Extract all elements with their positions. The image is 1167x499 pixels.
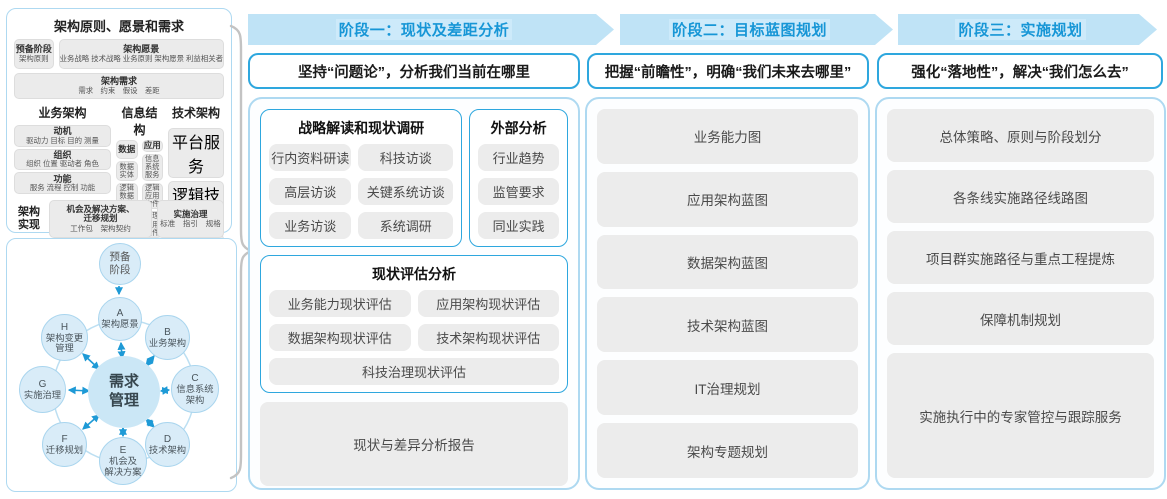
data-header: 数据 xyxy=(116,140,138,160)
strategy-item: 业务访谈 xyxy=(269,212,352,239)
phase2-item: 数据架构蓝图 xyxy=(597,234,858,290)
phase2-item: 技术架构蓝图 xyxy=(597,297,858,353)
double-arrow-icon xyxy=(67,386,91,395)
architecture-requirements-box: 架构需求 需求 约束 假设 差距 xyxy=(14,73,224,99)
phase3-item: 实施执行中的专家管控与跟踪服务 xyxy=(887,353,1154,479)
panel-title: 架构原则、愿景和需求 xyxy=(53,19,184,34)
strategy-item: 关键系统访谈 xyxy=(358,178,454,205)
phase2-header-label: 阶段二：目标蓝图规划 xyxy=(669,19,830,40)
double-arrow-icon xyxy=(159,386,171,395)
phase2-item: 业务能力图 xyxy=(597,109,858,164)
requirements-title: 架构需求 xyxy=(100,76,137,87)
strategy-item: 系统调研 xyxy=(358,212,454,239)
double-arrow-icon xyxy=(117,341,126,360)
application-item: 信息系统服务 xyxy=(141,153,163,181)
phase3-header-label: 阶段三：实施规划 xyxy=(955,19,1085,40)
adm-node-h: H 架构变更 管理 xyxy=(41,314,88,361)
phase1-header-label: 阶段一：现状及差距分析 xyxy=(336,19,513,40)
external-item: 行业趋势 xyxy=(478,144,559,171)
phase2-item: 应用架构蓝图 xyxy=(597,171,858,227)
phase1-panel: 战略解读和现状调研 行内资料研读 科技访谈 高层访谈 关键系统访谈 业务访谈 系… xyxy=(248,97,580,490)
opportunities-title: 机会及解决方案、 迁移规划 xyxy=(66,203,135,224)
vision-sub: 业务战略 技术战略 业务原则 架构愿景 利益相关者 xyxy=(59,53,223,63)
adm-node-preliminary: 预备 阶段 xyxy=(99,243,141,285)
function-sub: 服务 流程 控制 功能 xyxy=(29,182,96,192)
phase2-item: 架构专题规划 xyxy=(597,423,858,478)
external-item: 监管要求 xyxy=(478,178,559,205)
phase3-item: 保障机制规划 xyxy=(887,292,1154,346)
assessment-title: 现状评估分析 xyxy=(372,266,456,282)
function-box: 功能 服务 流程 控制 功能 xyxy=(14,172,111,195)
phase2-item: IT治理规划 xyxy=(597,360,858,416)
architecture-vision-box: 架构愿景 业务战略 技术战略 业务原则 架构愿景 利益相关者 xyxy=(58,39,224,69)
current-state-assessment-box: 现状评估分析 业务能力现状评估 应用架构现状评估 数据架构现状评估 技术架构现状… xyxy=(260,255,568,393)
strategy-research-title: 战略解读和现状调研 xyxy=(298,120,425,136)
phase1-subtitle: 坚持“问题论”，分析我们当前在哪里 xyxy=(248,53,580,89)
strategy-research-box: 战略解读和现状调研 行内资料研读 科技访谈 高层访谈 关键系统访谈 业务访谈 系… xyxy=(260,109,463,247)
technology-item: 平台服务 xyxy=(168,128,224,178)
technology-architecture-title: 技术架构 xyxy=(171,106,220,120)
governance-sub: 标准 指引 规格 xyxy=(160,219,221,229)
phase3-item: 项目群实施路径与重点工程提炼 xyxy=(887,231,1154,285)
adm-center-requirements-management: 需求 管理 xyxy=(88,356,160,428)
gap-analysis-report-box: 现状与差异分析报告 xyxy=(260,402,568,486)
business-architecture-column: 业务架构 动机 驱动力 目标 目的 测量 组织 组织 位置 驱动者 角色 功能 … xyxy=(14,104,111,195)
information-structure-title: 信息结构 xyxy=(121,106,158,137)
governance-title: 实施治理 xyxy=(173,208,208,219)
function-title: 功能 xyxy=(53,173,72,184)
vision-title: 架构愿景 xyxy=(123,44,160,55)
prep-phase-sub: 架构原则 xyxy=(19,53,49,63)
assessment-item: 数据架构现状评估 xyxy=(269,324,411,351)
implementation-governance-box: 实施治理 标准 指引 规格 xyxy=(156,200,224,238)
motivation-sub: 驱动力 目标 目的 测量 xyxy=(26,135,99,145)
prep-phase-title: 预备阶段 xyxy=(15,44,52,55)
opportunities-sub: 工作包 架构契约 xyxy=(70,224,131,234)
double-arrow-icon xyxy=(145,418,155,428)
organization-box: 组织 组织 位置 驱动者 角色 xyxy=(14,148,111,171)
adm-node-b: B 业务架构 xyxy=(145,315,190,360)
strategy-item: 高层访谈 xyxy=(269,178,352,205)
phase3-subtitle: 强化“落地性”，解决“我们怎么去” xyxy=(877,53,1163,89)
assessment-item: 技术架构现状评估 xyxy=(417,324,559,351)
application-header: 应用 xyxy=(141,140,163,152)
phase2-panel: 业务能力图 应用架构蓝图 数据架构蓝图 技术架构蓝图 IT治理规划 架构专题规划 xyxy=(585,97,870,490)
double-arrow-icon xyxy=(82,353,100,370)
architecture-content-panel: 架构原则、愿景和需求 预备阶段 架构原则 架构愿景 业务战略 技术战略 业务原则… xyxy=(6,8,232,284)
architecture-realization-label: 架构 实现 xyxy=(18,205,40,231)
adm-node-c: C 信息系统 架构 xyxy=(171,365,219,413)
prep-phase-box: 预备阶段 架构原则 xyxy=(14,39,54,69)
information-structure-column: 信息结构 数据 数据实体 逻辑数据构件 物理数据构件 应用 xyxy=(116,104,163,239)
assessment-item: 科技治理现状评估 xyxy=(269,358,559,385)
external-analysis-box: 外部分析 行业趋势 监管要求 同业实践 xyxy=(469,109,568,247)
phase3-item: 总体策略、原则与阶段划分 xyxy=(887,109,1154,163)
business-architecture-title: 业务架构 xyxy=(38,106,87,120)
requirements-sub: 需求 约束 假设 差距 xyxy=(78,85,160,95)
phase3-item: 各条线实施路径线路图 xyxy=(887,170,1154,224)
assessment-item: 应用架构现状评估 xyxy=(417,290,559,317)
adm-node-g: G 实施治理 xyxy=(19,366,66,413)
technology-architecture-column: 技术架构 平台服务 逻辑技术构件 物理技术构件 xyxy=(168,104,224,284)
phase3-panel: 总体策略、原则与阶段划分 各条线实施路径线路图 项目群实施路径与重点工程提炼 保… xyxy=(875,97,1166,490)
motivation-title: 动机 xyxy=(53,126,72,137)
strategy-item: 科技访谈 xyxy=(358,144,454,171)
adm-cycle-panel: 预备 阶段 需求 管理 A 架构愿景 B 业务架构 C 信息系统 架构 D 技术… xyxy=(6,238,237,492)
external-item: 同业实践 xyxy=(478,212,559,239)
phase2-subtitle: 把握“前瞻性”，明确“我们未来去哪里” xyxy=(587,53,869,89)
opportunities-migration-box: 机会及解决方案、 迁移规划 工作包 架构契约 xyxy=(49,200,152,238)
organization-title: 组织 xyxy=(53,149,72,160)
adm-node-a: A 架构愿景 xyxy=(98,297,142,341)
external-analysis-title: 外部分析 xyxy=(490,120,547,136)
phase2-header: 阶段二：目标蓝图规划 xyxy=(620,14,893,45)
adm-node-d: D 技术架构 xyxy=(145,422,190,467)
strategy-item: 行内资料研读 xyxy=(269,144,352,171)
assessment-item: 业务能力现状评估 xyxy=(269,290,411,317)
adm-node-e: E 机会及 解决方案 xyxy=(99,437,147,485)
data-item: 数据实体 xyxy=(116,161,138,181)
motivation-box: 动机 驱动力 目标 目的 测量 xyxy=(14,125,111,147)
phase3-header: 阶段三：实施规划 xyxy=(898,14,1157,45)
organization-sub: 组织 位置 驱动者 角色 xyxy=(26,159,99,169)
phase1-header: 阶段一：现状及差距分析 xyxy=(248,14,614,45)
adm-node-f: F 迁移规划 xyxy=(42,422,87,467)
double-arrow-icon xyxy=(82,414,100,430)
